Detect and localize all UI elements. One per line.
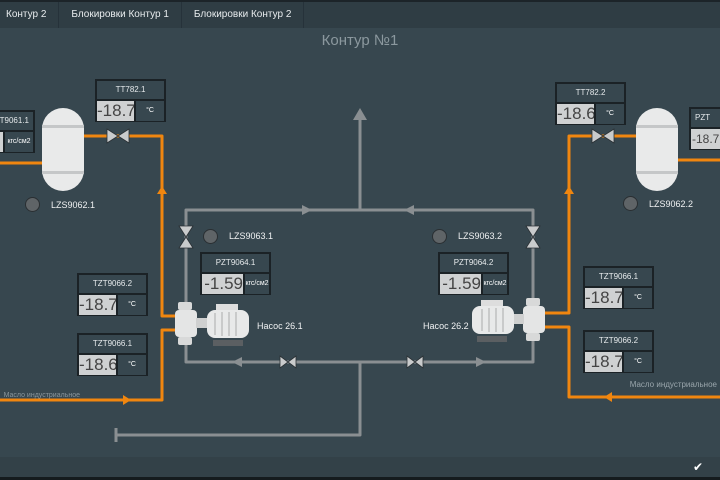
tab-kontur-2[interactable]: Контур 2 [0,2,60,28]
status-bar [0,457,720,477]
lamp-indicator-icon [623,196,638,211]
sensor-label: PZT9064.2 [440,254,507,272]
arrow-left-icon [404,205,414,215]
sensor-label: TT782.2 [557,84,624,102]
valve-icon [406,355,424,369]
valve-icon [525,225,541,249]
tank-right [636,108,678,191]
pipe-label: Масло индустриальное [629,380,717,389]
sensor-unit: °C [624,352,652,372]
sensor-unit: кгс/см2 [5,132,33,152]
gray-pipe-down [116,362,362,437]
pump-26-2-icon [472,298,545,342]
sensor-label: TT782.1 [97,81,164,99]
sensor-value: -18.7 [691,129,720,149]
sensor-value [0,132,3,152]
sensor-label: PZT9061.1 [0,112,33,130]
bottom-border [0,477,720,480]
valve-icon [591,128,615,144]
tab-blokirovki-kontur-2[interactable]: Блокировки Контур 2 [182,2,305,28]
sensor-unit: °C [624,288,652,308]
sensor-label: TZT9066.2 [585,332,652,350]
sensor-value: -1.59 [202,274,243,294]
arrow-left-icon [232,357,242,367]
sensor-tzt9066-2-right: TZT9066.2 -18.7°C [583,330,654,373]
pipe-label-left-clip: Масло индустриальное [0,384,80,402]
lamp-indicator-icon [432,229,447,244]
valve-icon [106,128,130,144]
lamp-label: LZS9062.2 [649,199,694,209]
sensor-value: -18.7 [97,101,134,121]
sensor-tzt9066-2-left: TZT9066.2 -18.7°C [77,273,148,316]
sensor-unit: °C [136,101,164,121]
arrow-left-icon [604,392,612,402]
valve-icon [279,355,297,369]
sensor-value: -18.6 [79,355,116,375]
lamp-label: LZS9063.1 [229,231,274,241]
sensor-value: -18.6 [557,104,594,124]
sensor-tzt9066-1-left: TZT9066.1 -18.6°C [77,333,148,376]
sensor-label: PZT [691,109,720,127]
sensor-label: TZT9066.1 [79,335,146,353]
arrow-up-icon [353,108,367,120]
pump-label: Насос 26.1 [257,321,303,331]
sensor-tt782-1: TT782.1 -18.7°C [95,79,166,122]
pump-26-1-icon [175,302,249,346]
arrow-right-icon [123,395,131,405]
arrow-right-icon [476,357,486,367]
lamp-indicator-icon [25,197,40,212]
sensor-value: -18.7 [585,352,622,372]
check-icon[interactable]: ✔ [692,460,704,474]
sensor-unit: °C [118,355,146,375]
sensor-unit: кгс/см2 [245,274,269,294]
sensor-tzt9066-1-right: TZT9066.1 -18.7°C [583,266,654,309]
sensor-value: -18.7 [585,288,622,308]
page-title: Контур №1 [321,32,399,49]
oil-pipe-left-bottom [0,328,178,402]
sensor-pzt-right: PZT -18.7 [689,107,720,150]
tab-bar: Контур 2 Блокировки Контур 1 Блокировки … [0,0,720,28]
lamp-label: LZS9063.2 [458,231,503,241]
sensor-unit: °C [118,295,146,315]
sensor-value: -1.59 [440,274,481,294]
lamp-indicator-icon [203,229,218,244]
oil-pipe-right-bottom [542,325,720,399]
pump-label: Насос 26.2 [423,321,469,331]
tab-blokirovki-kontur-1[interactable]: Блокировки Контур 1 [59,2,182,28]
sensor-label: PZT9064.1 [202,254,269,272]
sensor-unit: °C [596,104,624,124]
sensor-value: -18.7 [79,295,116,315]
sensor-label: TZT9066.1 [585,268,652,286]
sensor-unit: кгс/см2 [483,274,507,294]
arrow-right-icon [302,205,312,215]
lamp-label: LZS9062.1 [51,200,96,210]
sensor-label: TZT9066.2 [79,275,146,293]
valve-icon [178,225,194,249]
arrow-up-icon [564,186,574,194]
sensor-tt782-2: TT782.2 -18.6°C [555,82,626,125]
arrow-up-icon [157,186,167,194]
sensor-pzt9061-1: PZT9061.1 кгс/см2 [0,110,35,153]
tank-left [42,108,84,191]
pipe-label: Масло индустриальное [3,392,80,399]
